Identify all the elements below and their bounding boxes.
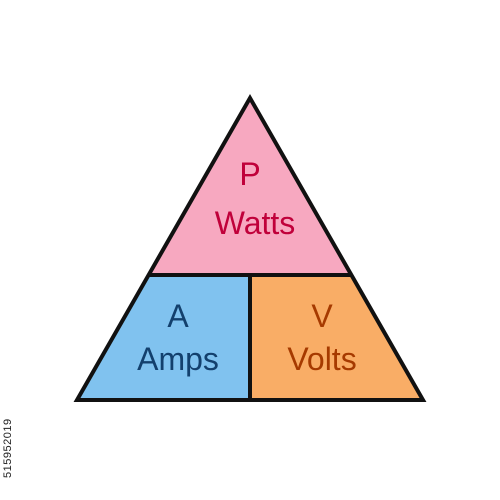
current-section [77, 275, 250, 400]
current-symbol-label: A [167, 298, 189, 334]
power-section [149, 98, 351, 275]
power-symbol-label: P [239, 156, 260, 192]
voltage-section [250, 275, 423, 400]
current-unit-label: Amps [137, 341, 219, 377]
voltage-unit-label: Volts [287, 341, 356, 377]
stock-image-id: 515952019 [2, 418, 14, 478]
power-unit-label: Watts [215, 205, 296, 241]
voltage-symbol-label: V [311, 298, 333, 334]
